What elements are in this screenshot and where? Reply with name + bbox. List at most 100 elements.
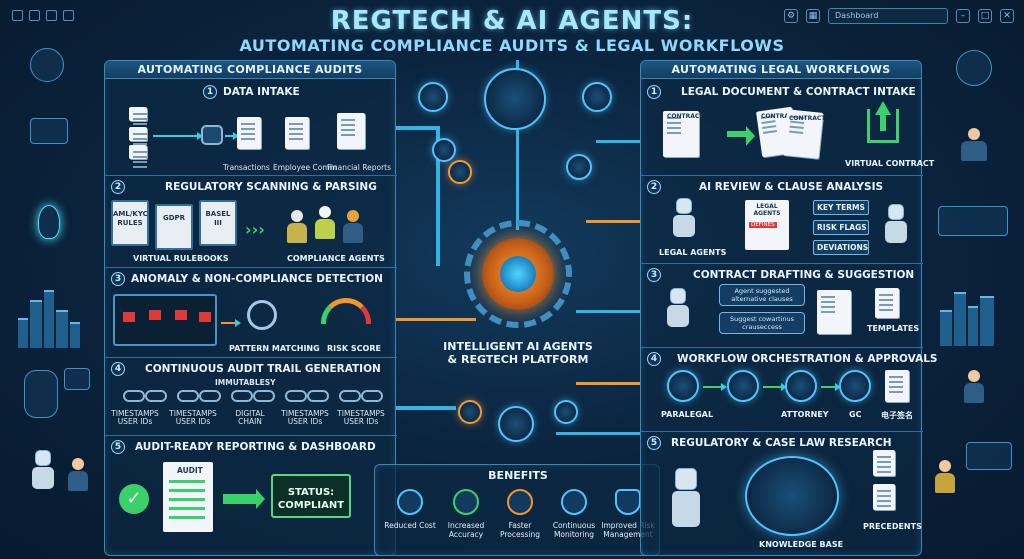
grid-icon[interactable]: ▦ bbox=[806, 9, 820, 23]
caption: ATTORNEY bbox=[781, 410, 829, 419]
compliance-agent bbox=[285, 210, 309, 243]
caption: RISK SCORE bbox=[327, 344, 381, 353]
caption: COMPLIANCE AGENTS bbox=[287, 254, 385, 263]
compliance-agent bbox=[341, 210, 365, 243]
bar-chart-icon bbox=[64, 368, 90, 390]
window-button[interactable] bbox=[29, 10, 40, 21]
flow-arrow bbox=[223, 489, 265, 509]
person-icon bbox=[954, 370, 994, 403]
caption: LEGAL AGENTS bbox=[659, 248, 727, 257]
suggestion-bubble: Agent suggested alternative clauses bbox=[719, 284, 805, 306]
caption: DIGITAL CHAIN bbox=[235, 409, 265, 426]
benefit-label: Improved Risk Management bbox=[601, 521, 655, 539]
hub-label: INTELLIGENT AI AGENTS & REGTECH PLATFORM bbox=[443, 340, 593, 366]
risk-flags-tag: RISK FLAGS bbox=[813, 220, 869, 235]
chain-link bbox=[199, 390, 221, 402]
legal-doc: LEGAL AGENTS DEFINES bbox=[745, 200, 789, 250]
network-icon bbox=[956, 50, 992, 86]
caption: TIMESTAMPS USER IDs bbox=[111, 409, 159, 426]
connector-line bbox=[396, 406, 456, 410]
hub-gear-ring bbox=[464, 220, 572, 328]
caption: PATTERN MATCHING bbox=[229, 344, 320, 353]
routing-icon bbox=[727, 370, 759, 402]
brain-icon bbox=[500, 256, 536, 292]
section-case-law-research: 5 REGULATORY & CASE LAW RESEARCH KNOWLED… bbox=[641, 431, 923, 557]
caption: TIMESTAMPS USER IDs bbox=[169, 409, 217, 426]
gdpr-rulebook: GDPR bbox=[155, 204, 193, 250]
section-workflow-approvals: 4 WORKFLOW ORCHESTRATION & APPROVALS PAR… bbox=[641, 347, 937, 431]
magnifier-icon bbox=[247, 300, 277, 330]
brain-node-icon bbox=[484, 68, 546, 130]
step-number: 5 bbox=[647, 436, 661, 450]
caption: TIMESTAMPS USER IDs bbox=[281, 409, 329, 426]
chevron-arrows-icon: ››› bbox=[245, 220, 265, 239]
gear-node-icon bbox=[432, 138, 456, 162]
maximize-icon[interactable]: □ bbox=[978, 9, 992, 23]
step-number: 3 bbox=[111, 272, 125, 286]
connector-line bbox=[596, 140, 640, 143]
step-number: 5 bbox=[111, 440, 125, 454]
database-icon bbox=[30, 118, 68, 144]
person-at-desk-icon bbox=[944, 128, 1004, 161]
network-icon bbox=[30, 48, 64, 82]
central-hub: INTELLIGENT AI AGENTS & REGTECH PLATFORM… bbox=[374, 60, 660, 556]
defines-tag: DEFINES bbox=[749, 222, 777, 228]
gear-node-icon bbox=[458, 400, 482, 424]
benefits-title: BENEFITS bbox=[488, 469, 548, 482]
city-skyline-icon bbox=[18, 290, 82, 348]
chain-link bbox=[177, 390, 199, 402]
window-button[interactable] bbox=[12, 10, 23, 21]
search-input[interactable]: Dashboard bbox=[828, 8, 948, 24]
compliance-audits-panel: AUTOMATING COMPLIANCE AUDITS 1 DATA INTA… bbox=[104, 60, 397, 556]
close-icon[interactable]: ✕ bbox=[1000, 9, 1014, 23]
section-title: LEGAL DOCUMENT & CONTRACT INTAKE bbox=[681, 86, 916, 98]
location-pin-icon bbox=[38, 205, 60, 239]
section-title: REGULATORY & CASE LAW RESEARCH bbox=[671, 437, 892, 449]
legal-workflows-panel: AUTOMATING LEGAL WORKFLOWS 1 LEGAL DOCUM… bbox=[640, 60, 937, 557]
benefit-label: Continuous Monitoring bbox=[552, 521, 596, 539]
section-title: ANOMALY & NON-COMPLIANCE DETECTION bbox=[131, 273, 383, 285]
chart-screen-icon bbox=[938, 206, 1008, 236]
attorney-avatar bbox=[785, 370, 817, 402]
section-title: REGULATORY SCANNING & PARSING bbox=[165, 181, 377, 193]
caption: PRECEDENTS bbox=[863, 522, 922, 531]
contract-document bbox=[663, 111, 699, 157]
accuracy-check-icon bbox=[453, 489, 479, 515]
flow-arrow bbox=[727, 126, 755, 146]
connector-line bbox=[396, 126, 436, 130]
connector-line bbox=[576, 310, 640, 313]
gear-icon[interactable]: ⚙ bbox=[784, 9, 798, 23]
city-skyline-icon bbox=[940, 290, 1004, 346]
deviations-tag: DEVIATIONS bbox=[813, 240, 869, 255]
section-title: CONTRACT DRAFTING & SUGGESTION bbox=[693, 269, 915, 281]
flow-arrow bbox=[225, 132, 239, 140]
caption: VIRTUAL RULEBOOKS bbox=[133, 254, 229, 263]
benefit-label: Increased Accuracy bbox=[447, 521, 485, 539]
window-button[interactable] bbox=[63, 10, 74, 21]
paralegal-avatar bbox=[667, 370, 699, 402]
audit-report: AUDIT bbox=[163, 462, 213, 532]
basel-rulebook: BASEL III bbox=[199, 200, 237, 246]
employee-comm-document bbox=[285, 117, 309, 149]
chain-label: IMMUTABLESY bbox=[215, 378, 276, 387]
section-regulatory-scanning: 2 REGULATORY SCANNING & PARSING AML/KYC … bbox=[105, 175, 397, 265]
section-title: WORKFLOW ORCHESTRATION & APPROVALS bbox=[677, 353, 938, 365]
caption: Financial Reports bbox=[327, 163, 391, 172]
step-number: 4 bbox=[111, 362, 125, 376]
robot-icon bbox=[669, 198, 699, 237]
doc-label: CONTRACT bbox=[789, 115, 826, 122]
window-button[interactable] bbox=[46, 10, 57, 21]
chain-link bbox=[307, 390, 329, 402]
section-reporting-dashboard: 5 AUDIT-READY REPORTING & DASHBOARD ✓ AU… bbox=[105, 435, 397, 555]
status-text: STATUS: COMPLIANT bbox=[277, 487, 345, 511]
minimize-icon[interactable]: – bbox=[956, 9, 970, 23]
step-number: 1 bbox=[203, 85, 217, 99]
connector-line bbox=[576, 382, 640, 385]
shield-check-icon bbox=[615, 489, 641, 515]
section-title: CONTINUOUS AUDIT TRAIL GENERATION bbox=[145, 363, 381, 375]
benefit-label: Reduced Cost bbox=[384, 521, 436, 530]
connector-line bbox=[516, 60, 519, 230]
pipe-icon bbox=[201, 125, 223, 145]
flow-arrow bbox=[821, 383, 841, 391]
robot-icon bbox=[663, 288, 693, 327]
